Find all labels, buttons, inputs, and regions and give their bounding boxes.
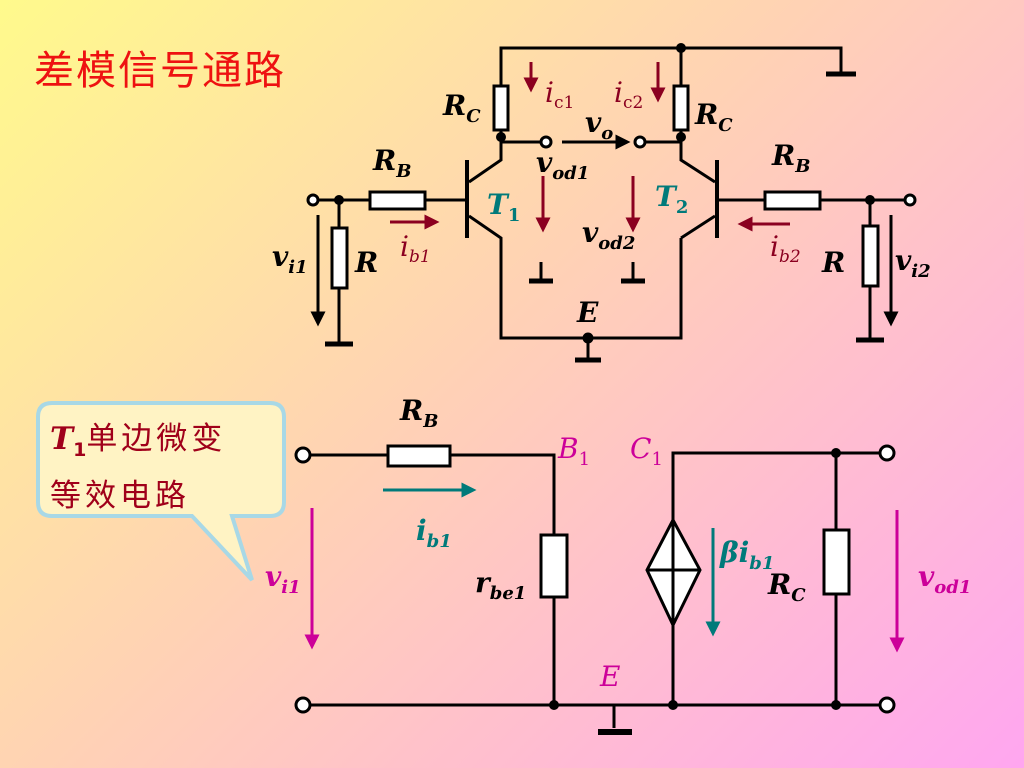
t2-collector — [679, 137, 716, 184]
junction-dot — [676, 43, 686, 53]
ib1-bottom-label: ib1 — [416, 514, 452, 552]
bottom-circuit — [294, 444, 896, 735]
vod2-label: vod2 — [582, 216, 635, 254]
junction-dot — [831, 700, 841, 710]
e-bottom-label: E — [599, 660, 620, 693]
beta-ib1-label: βib1 — [719, 536, 774, 574]
t2-emitter — [680, 214, 716, 240]
t1-collector — [468, 137, 503, 184]
junction-dot — [582, 332, 594, 344]
top-circuit — [306, 43, 917, 363]
input-left-terminal — [306, 193, 320, 207]
r-left-resistor — [330, 226, 349, 290]
page-title: 差模信号通路 — [34, 48, 286, 94]
vi1-bottom-label: vi1 — [265, 560, 301, 598]
rc-bottom-resistor — [822, 528, 851, 596]
vo-label: vo — [585, 106, 613, 144]
vo-left-terminal — [539, 135, 553, 149]
callout-line-1: T1单边微变 — [50, 421, 227, 462]
ib1-top-label: ib1 — [400, 230, 431, 267]
rc-bottom-label: RC — [767, 568, 806, 606]
callout-bubble — [36, 401, 286, 582]
e-top-label: E — [576, 296, 599, 329]
t1-label: T1 — [487, 188, 520, 226]
rbe1-label: rbe1 — [475, 566, 526, 604]
output-bottom-terminal — [878, 696, 896, 714]
callout-text: T1单边微变 等效电路 — [50, 416, 275, 519]
input-bottom-terminal — [294, 696, 312, 714]
b1-wire — [450, 453, 556, 535]
b1-label: B1 — [557, 432, 590, 470]
rb-bottom-label: RB — [399, 394, 439, 432]
c1-label: C1 — [630, 432, 663, 470]
callout-line-2: 等效电路 — [50, 478, 190, 515]
rb-right-label: RB — [771, 139, 811, 177]
input-right-terminal — [903, 193, 917, 207]
ic1-label: ic1 — [545, 76, 574, 113]
junction-dot — [831, 448, 841, 458]
input-top-terminal — [294, 446, 312, 464]
top-arrows — [310, 62, 899, 327]
r-left-label: R — [354, 246, 378, 279]
junction-dot — [549, 700, 559, 710]
vo-right-terminal — [633, 135, 647, 149]
vod1-bottom-label: vod1 — [918, 560, 971, 598]
c1-wire — [671, 451, 880, 520]
rc-left-label: RC — [442, 89, 481, 127]
rb-left-label: RB — [372, 144, 412, 182]
junction-dot — [668, 700, 678, 710]
rb-left-resistor — [368, 190, 427, 211]
t1-emitter-path — [468, 214, 683, 340]
rb-bottom-resistor — [386, 444, 452, 468]
r-right-label: R — [821, 246, 845, 279]
r-right-resistor — [861, 224, 880, 288]
output-top-terminal — [878, 444, 896, 462]
rc-left-resistor — [492, 84, 510, 132]
rc-right-label: RC — [694, 98, 733, 136]
ib2-label: ib2 — [770, 230, 801, 267]
ic2-label: ic2 — [614, 76, 643, 113]
vod1-top-label: vod1 — [536, 146, 589, 184]
rbe1-resistor — [539, 533, 569, 599]
t2-label: T2 — [655, 180, 688, 218]
rc-right-resistor — [672, 84, 690, 132]
vi2-label: vi2 — [895, 244, 931, 282]
rb-right-resistor — [763, 190, 822, 211]
bottom-arrows — [304, 482, 905, 653]
vi1-top-label: vi1 — [272, 240, 308, 278]
